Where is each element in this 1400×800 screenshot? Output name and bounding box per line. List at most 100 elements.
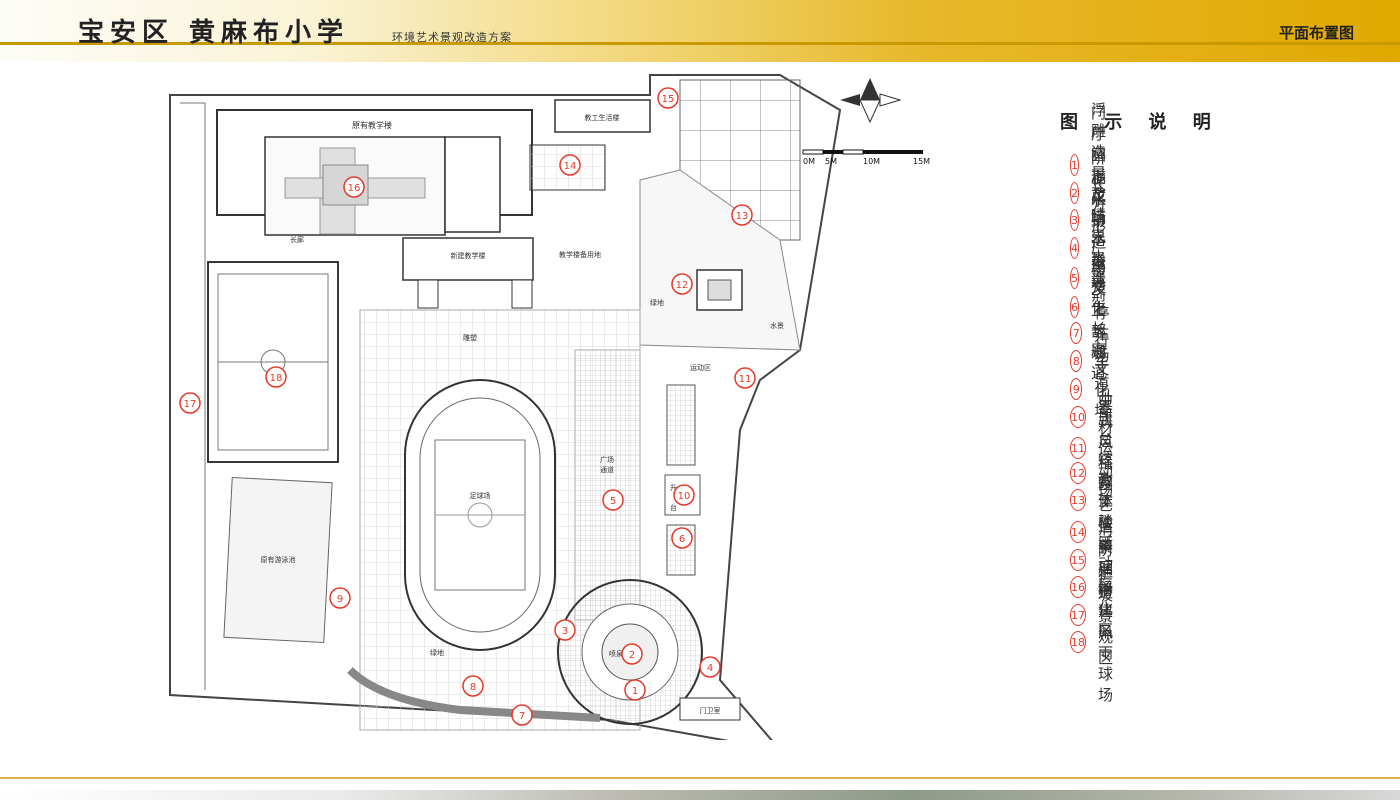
legend-label: 新建风雨球场 <box>1098 581 1116 704</box>
legend-number: 1 <box>1070 154 1079 176</box>
legend-number: 15 <box>1070 549 1086 571</box>
svg-text:通道: 通道 <box>600 465 614 474</box>
legend-item-15: 15 消防通道 <box>1070 520 1121 601</box>
legend-label: 原文化长廊 <box>1091 256 1109 359</box>
svg-text:8: 8 <box>470 682 476 693</box>
legend-number: 4 <box>1070 237 1079 259</box>
svg-text:1: 1 <box>632 686 638 697</box>
legend-label: 花坛水景造型 <box>1091 187 1109 310</box>
svg-text:3: 3 <box>562 626 568 637</box>
legend-item-12: 12 中式风格园艺造景 <box>1070 391 1121 556</box>
sheet-label: 平面布置图 <box>1278 24 1354 42</box>
legend-number: 16 <box>1070 576 1086 598</box>
svg-text:绿地: 绿地 <box>650 298 664 307</box>
legend-label: 消防通道 <box>1098 520 1116 601</box>
svg-text:12: 12 <box>676 280 689 291</box>
svg-text:门卫室: 门卫室 <box>700 706 721 715</box>
page-subtitle: 环境艺术景观改造方案 <box>392 31 512 44</box>
svg-text:10: 10 <box>678 491 691 502</box>
legend-number: 6 <box>1070 296 1080 318</box>
driveway <box>347 667 601 722</box>
map-marker-10: 10 <box>673 484 695 506</box>
legend-item-6: 6 原文化长廊 <box>1070 257 1121 359</box>
svg-text:0M: 0M <box>803 157 815 166</box>
svg-text:2: 2 <box>629 650 635 661</box>
svg-text:教工生活楼: 教工生活楼 <box>585 113 620 122</box>
svg-text:15M: 15M <box>913 157 930 166</box>
svg-text:绿地: 绿地 <box>430 648 444 657</box>
map-marker-12: 12 <box>671 273 693 295</box>
legend-label: 中式风格园艺造景 <box>1098 391 1116 556</box>
legend-label: 器材运动场 <box>1098 397 1116 500</box>
plaza-passage <box>574 349 641 621</box>
svg-text:教学楼备用地: 教学楼备用地 <box>559 250 601 259</box>
legend-label: 浮雕造景及喷泉水景 <box>1091 100 1109 287</box>
svg-text:运动区: 运动区 <box>690 363 711 372</box>
equipment-area <box>666 384 696 466</box>
svg-text:14: 14 <box>564 161 577 172</box>
legend-label: 中庭绿化区 <box>1098 536 1116 639</box>
svg-text:10M: 10M <box>863 157 880 166</box>
legend-label: 行车道 <box>1094 331 1112 392</box>
map-marker-1: 1 <box>624 679 646 701</box>
legend-label: 长方形广场及上部通道 <box>1091 175 1109 382</box>
legend-label: 门厅圆形广场 <box>1091 104 1109 227</box>
map-marker-4: 4 <box>699 656 721 678</box>
svg-text:18: 18 <box>270 373 283 384</box>
legend-number: 18 <box>1070 631 1086 653</box>
map-marker-17: 17 <box>179 392 201 414</box>
legend-item-4: 4 花坛水景造型 <box>1070 187 1121 310</box>
map-marker-3: 3 <box>554 619 576 641</box>
legend-number: 10 <box>1070 406 1086 428</box>
legend-label: 护坡景观区 <box>1098 564 1116 667</box>
map-marker-18: 18 <box>265 366 287 388</box>
legend-number: 3 <box>1070 209 1079 231</box>
legend-number: 12 <box>1070 462 1086 484</box>
map-marker-11: 11 <box>734 367 756 389</box>
legend-item-8: 8 行车道 <box>1070 332 1121 392</box>
footer-divider <box>0 777 1400 779</box>
north-arrow-icon <box>840 78 902 124</box>
legend-item-11: 11 器材运动场 <box>1070 398 1121 500</box>
map-marker-7: 7 <box>511 704 533 726</box>
legend-label: 综合体验区 <box>1098 449 1116 552</box>
svg-text:11: 11 <box>739 374 752 385</box>
legend-label: 阶梯水景造型墙 <box>1091 148 1109 293</box>
svg-text:6: 6 <box>679 534 685 545</box>
legend-label: 文化墙 <box>1094 359 1112 420</box>
svg-text:16: 16 <box>348 183 361 194</box>
gate-house <box>679 697 741 721</box>
legend-label: 教工楼活动区 <box>1098 471 1116 594</box>
svg-text:17: 17 <box>184 399 197 410</box>
map-marker-8: 8 <box>462 675 484 697</box>
header-banner <box>0 0 1400 62</box>
legend-item-17: 17 护坡景观区 <box>1070 565 1121 667</box>
staff-building <box>554 99 651 133</box>
legend-item-18: 18 新建风雨球场 <box>1070 581 1121 704</box>
legend-label: 停车场 <box>1094 303 1112 364</box>
svg-text:台: 台 <box>670 503 677 512</box>
map-marker-6: 6 <box>671 527 693 549</box>
legend-number: 17 <box>1070 604 1086 626</box>
map-marker-13: 13 <box>731 204 753 226</box>
legend-item-1: 1 门厅圆形广场 <box>1070 104 1121 227</box>
svg-text:4: 4 <box>707 663 713 674</box>
legend-title: 图 示 说 明 <box>1060 112 1221 133</box>
page-title: 宝安区 黄麻布小学 <box>78 18 350 48</box>
svg-text:新建教学楼: 新建教学楼 <box>451 251 486 260</box>
svg-text:7: 7 <box>519 711 525 722</box>
map-marker-14: 14 <box>559 154 581 176</box>
pool <box>223 476 333 644</box>
svg-text:5M: 5M <box>825 157 837 166</box>
legend-number: 11 <box>1070 437 1086 459</box>
map-marker-5: 5 <box>602 489 624 511</box>
svg-text:足球场: 足球场 <box>470 491 491 500</box>
legend-number: 8 <box>1070 350 1083 372</box>
svg-text:5: 5 <box>610 496 616 507</box>
legend-item-3: 3 阶梯水景造型墙 <box>1070 149 1121 293</box>
